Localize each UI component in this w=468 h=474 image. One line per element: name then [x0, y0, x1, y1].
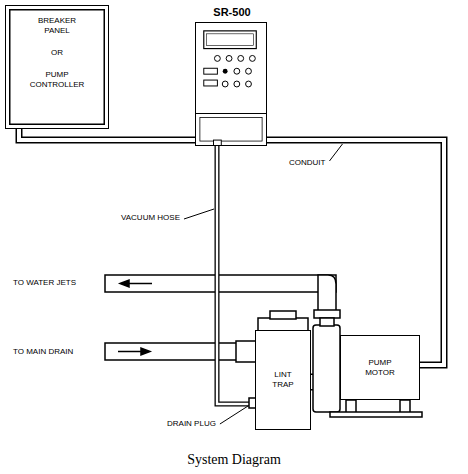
- box-label: OR: [51, 48, 63, 58]
- motor-base: [330, 412, 422, 417]
- panel-box: BREAKER PANEL OR PUMP CONTROLLER: [5, 5, 109, 129]
- device-face: [196, 23, 266, 145]
- box-label: PUMP CONTROLLER: [26, 70, 88, 90]
- device-title: SR-500: [186, 6, 278, 19]
- edge-label: CONDUIT: [288, 158, 326, 168]
- leader-line: [220, 406, 248, 424]
- box-label: BREAKER PANEL: [26, 16, 88, 36]
- leader-line: [184, 209, 214, 219]
- pipe-elbow: [318, 275, 336, 312]
- box-label: PUMP MOTOR: [359, 358, 401, 378]
- box-label: LINT TRAP: [268, 370, 298, 390]
- arrow-head: [120, 280, 129, 287]
- inlet-coupling: [236, 341, 256, 362]
- edge-label: VACUUM HOSE: [120, 213, 181, 223]
- part-label: DRAIN PLUG: [166, 419, 217, 429]
- controller-device: SR-500: [195, 22, 267, 146]
- conduit-line: [217, 146, 255, 404]
- figure-caption: System Diagram: [0, 452, 468, 468]
- jet-pipe: [105, 275, 336, 292]
- lid-handle: [270, 311, 296, 319]
- drain-pipe: [105, 343, 255, 360]
- arrow-head: [141, 348, 150, 355]
- pipe-flange: [314, 310, 340, 318]
- flow-arrow: [118, 351, 144, 353]
- part-label: TO MAIN DRAIN: [12, 347, 74, 357]
- lint-trap-box: LINT TRAP: [255, 330, 311, 430]
- pump-volute: [313, 325, 340, 412]
- conduit-line: [19, 129, 195, 140]
- part-label: TO WATER JETS: [12, 278, 77, 288]
- pump-neck: [320, 318, 334, 326]
- flow-arrow: [126, 283, 152, 285]
- leader-line: [329, 144, 342, 161]
- pump-motor-box: PUMP MOTOR: [340, 335, 420, 400]
